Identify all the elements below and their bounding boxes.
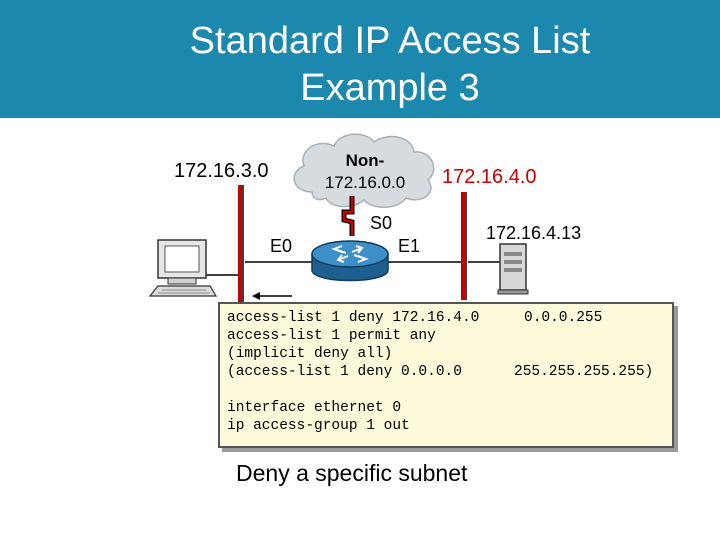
config-line-4-mask: 255.255.255.255) <box>514 364 654 380</box>
config-box: access-list 1 deny 172.16.4.0 0.0.0.255 … <box>218 302 674 448</box>
outbound-arrow <box>252 292 292 300</box>
slide-title: Standard IP Access List Example 3 <box>0 18 720 112</box>
server-icon <box>497 243 529 295</box>
left-network-label: 172.16.3.0 <box>174 160 269 182</box>
cloud-label: Non- 172.16.0.0 <box>300 150 430 194</box>
config-line-4: (access-list 1 deny 0.0.0.0 <box>227 364 462 380</box>
slide-caption: Deny a specific subnet <box>236 460 468 486</box>
cloud-label-line-2: 172.16.0.0 <box>324 173 406 192</box>
config-line-1-mask: 0.0.0.255 <box>524 310 603 326</box>
config-line-3: (implicit deny all) <box>227 346 393 362</box>
title-line-1: Standard IP Access List <box>189 20 591 62</box>
config-line-6: ip access-group 1 out <box>227 418 410 434</box>
host-ip-label: 172.16.4.13 <box>486 223 582 243</box>
title-line-2: Example 3 <box>300 67 480 109</box>
router-icon <box>311 240 389 282</box>
title-banner: Standard IP Access List Example 3 <box>0 0 720 118</box>
serial-link <box>341 196 355 236</box>
config-line-2: access-list 1 permit any <box>227 328 436 344</box>
cloud-label-line-1: Non- <box>345 151 385 170</box>
config-line-5: interface ethernet 0 <box>227 400 402 416</box>
config-line-1: access-list 1 deny 172.16.4.0 <box>227 310 480 326</box>
e0-interface-label: E0 <box>270 236 293 256</box>
cloud-icon <box>293 133 435 208</box>
s0-interface-label: S0 <box>370 213 393 233</box>
pc-icon <box>148 239 218 297</box>
e1-interface-label: E1 <box>398 236 421 256</box>
right-network-label: 172.16.4.0 <box>442 166 537 188</box>
